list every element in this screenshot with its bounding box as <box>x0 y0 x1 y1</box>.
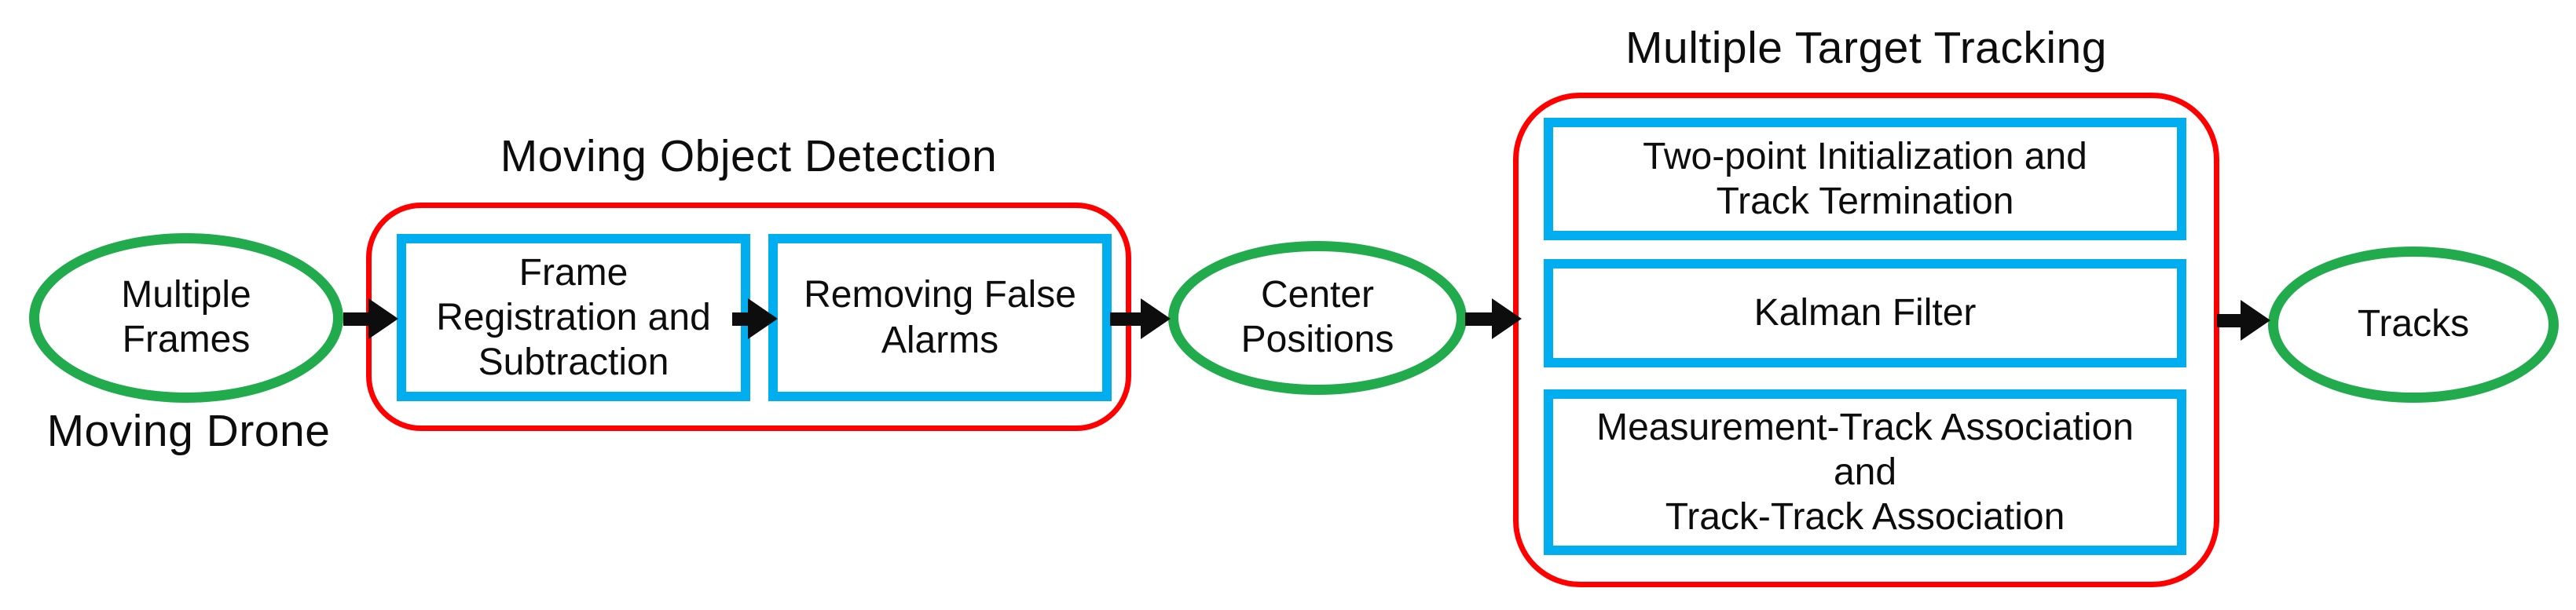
arrowhead-icon <box>1141 298 1171 339</box>
node-tracks-label: Tracks <box>2357 303 2470 345</box>
task-text-line: Alarms <box>881 319 999 361</box>
arrowhead-icon <box>1492 298 1522 339</box>
task-text-line: and <box>1833 451 1897 493</box>
arrowhead-icon <box>2241 300 2270 341</box>
section-title-moving-object-detection: Moving Object Detection <box>500 131 998 181</box>
task-kalman-filter: Kalman Filter <box>1544 259 2186 367</box>
arrow-shaft <box>1465 312 1492 326</box>
task-text-line: Kalman Filter <box>1753 292 1977 334</box>
arrow-shaft <box>1110 312 1141 326</box>
arrow-registration-to-removing <box>732 298 778 339</box>
task-text-line: Measurement-Track Association <box>1596 406 2134 448</box>
task-text-line: Removing False <box>804 274 1076 316</box>
task-text-line: Subtraction <box>478 342 669 384</box>
task-frame-registration-and-subtraction: Frame Registration and Subtraction <box>397 234 750 401</box>
task-measurement-track-and-track-track-association: Measurement-Track Association and Track-… <box>1544 389 2186 555</box>
task-two-point-initialization-and-track-termination: Two-point Initialization and Track Termi… <box>1544 118 2186 240</box>
node-center-positions: Center Positions <box>1168 241 1467 395</box>
arrow-shaft <box>2217 313 2241 327</box>
task-removing-false-alarms: Removing False Alarms <box>768 234 1112 401</box>
node-center-positions-line1: Center <box>1260 274 1375 316</box>
task-text-line: Frame <box>518 251 628 294</box>
arrow-shaft <box>732 312 748 326</box>
node-multiple-frames: Multiple Frames <box>29 233 343 403</box>
node-multiple-frames-line2: Frames <box>122 319 251 360</box>
task-text-line: Two-point Initialization and <box>1643 135 2087 177</box>
arrow-tracking-to-tracks <box>2217 300 2270 341</box>
node-tracks: Tracks <box>2268 247 2559 403</box>
node-center-positions-line2: Positions <box>1240 319 1394 360</box>
arrow-detection-to-center-positions <box>1110 298 1171 339</box>
arrow-multiple-frames-to-detection <box>343 298 398 339</box>
task-text-line: Track Termination <box>1716 181 2014 222</box>
arrow-shaft <box>343 312 368 326</box>
task-text-line: Track-Track Association <box>1665 496 2065 539</box>
task-text-line: Registration and <box>436 296 711 338</box>
section-title-multiple-target-tracking: Multiple Target Tracking <box>1625 23 2107 73</box>
arrow-center-positions-to-tracking <box>1465 298 1522 339</box>
arrowhead-icon <box>748 298 778 339</box>
arrowhead-icon <box>368 298 398 339</box>
caption-moving-drone: Moving Drone <box>46 406 331 456</box>
node-multiple-frames-line1: Multiple <box>121 274 251 316</box>
